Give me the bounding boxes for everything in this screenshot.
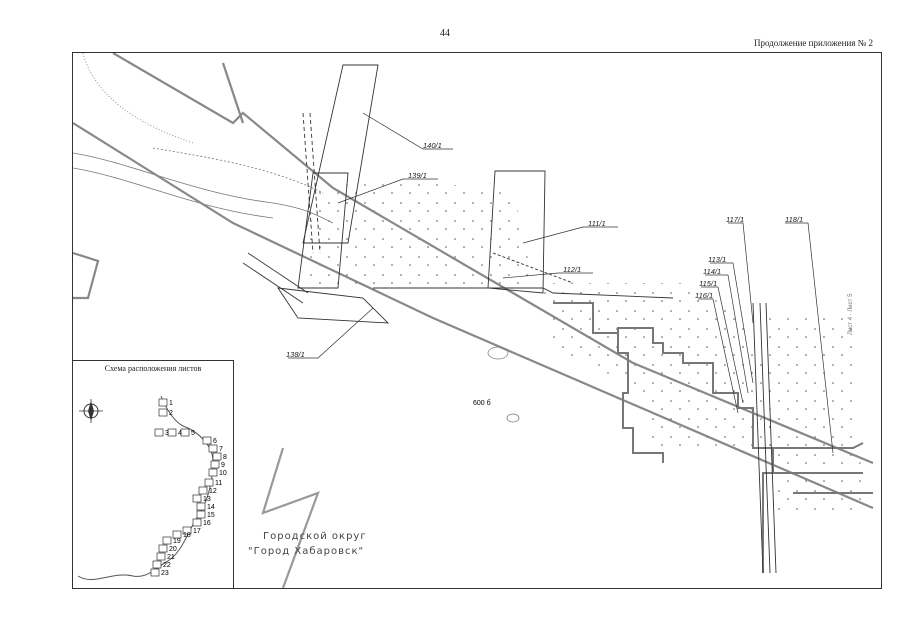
sheet-number-2: 2 — [169, 410, 173, 417]
appendix-caption: Продолжение приложения № 2 — [753, 38, 873, 48]
parcel-outlines — [242, 64, 777, 574]
sheet-number-3: 3 — [165, 430, 169, 437]
sheet-number-13: 13 — [203, 496, 211, 503]
plot-label-113[interactable]: 113/1 — [708, 255, 727, 264]
plot-label-138[interactable]: 138/1 — [286, 350, 305, 359]
sheet-box-20[interactable] — [158, 544, 168, 553]
sheet-number-9: 9 — [221, 462, 225, 469]
plot-label-114[interactable]: 114/1 — [703, 267, 722, 276]
spot-label: 600 б — [473, 399, 491, 407]
sheet-number-16: 16 — [203, 520, 211, 527]
leader-lines — [288, 112, 834, 454]
sheet-number-4: 4 — [178, 430, 182, 437]
sheet-box-22[interactable] — [152, 560, 162, 569]
sheet-number-14: 14 — [207, 504, 215, 511]
sheet-edge-note: Лист 4 · Лист 5 — [848, 293, 854, 335]
sheet-number-17: 17 — [193, 528, 201, 535]
sheet-number-8: 8 — [223, 454, 227, 461]
sheet-box-8[interactable] — [212, 452, 222, 461]
sheet-box-5[interactable] — [180, 428, 190, 437]
sheet-number-22: 22 — [163, 562, 171, 569]
sheet-box-10[interactable] — [208, 468, 218, 477]
plot-label-117[interactable]: 117/1 — [726, 215, 745, 224]
plot-label-111[interactable]: 111/1 — [588, 219, 606, 228]
sheet-box-2[interactable] — [158, 408, 168, 417]
sheet-number-12: 12 — [209, 488, 217, 495]
inset-title: Схема расположения листов — [104, 364, 202, 373]
sheet-box-7[interactable] — [208, 444, 218, 453]
river-lines — [73, 53, 334, 224]
sheet-number-5: 5 — [191, 430, 195, 437]
plot-label-140[interactable]: 140/1 — [423, 141, 442, 150]
sheet-box-9[interactable] — [210, 460, 220, 469]
dotted-zones — [308, 178, 863, 513]
sheet-box-3[interactable] — [154, 428, 164, 437]
sheet-number-6: 6 — [213, 438, 217, 445]
city-label-line2: "Город Хабаровск" — [248, 546, 365, 557]
sheet-box-19[interactable] — [162, 536, 172, 545]
plot-label-115[interactable]: 115/1 — [699, 279, 718, 288]
boundary-lines — [73, 53, 874, 588]
sheet-box-21[interactable] — [156, 552, 166, 561]
plot-138-outline — [277, 287, 390, 324]
sheet-box-17[interactable] — [182, 526, 192, 535]
sheet-box-13[interactable] — [192, 494, 202, 503]
sheet-box-11[interactable] — [204, 478, 214, 487]
plot-label-112[interactable]: 112/1 — [563, 265, 582, 274]
corridor-lines — [752, 302, 777, 574]
spot-features — [487, 346, 520, 423]
sheet-number-11: 11 — [215, 480, 222, 487]
sheet-number-19: 19 — [173, 538, 181, 545]
sheet-box-18[interactable] — [172, 530, 182, 539]
sheet-box-16[interactable] — [192, 518, 202, 527]
sheet-number-15: 15 — [207, 512, 215, 519]
sheet-number-1: 1 — [169, 400, 173, 407]
map-canvas[interactable]: 600 б — [73, 53, 881, 588]
sheet-box-1[interactable] — [158, 398, 168, 407]
sheet-box-12[interactable] — [198, 486, 208, 495]
sheet-box-14[interactable] — [196, 502, 206, 511]
north-arrow-icon — [79, 399, 103, 423]
plot-139-outline — [297, 172, 349, 289]
sheet-boxes — [150, 398, 222, 577]
sheet-box-15[interactable] — [196, 510, 206, 519]
plot-140-outline — [302, 64, 379, 244]
sheet-number-23: 23 — [161, 570, 169, 577]
city-label-line1: Городской округ — [263, 531, 367, 542]
sheet-number-18: 18 — [183, 532, 191, 539]
page-number: 44 — [440, 28, 450, 39]
sheet-number-10: 10 — [219, 470, 227, 477]
sheet-box-23[interactable] — [150, 568, 160, 577]
sheet-box-6[interactable] — [202, 436, 212, 445]
sheet-number-21: 21 — [167, 554, 175, 561]
plot-label-139[interactable]: 139/1 — [408, 171, 427, 180]
plot-label-118[interactable]: 118/1 — [785, 215, 804, 224]
plot-111-outline — [487, 170, 546, 294]
sheet-number-7: 7 — [219, 446, 223, 453]
sheet-box-4[interactable] — [167, 428, 177, 437]
stepped-boundary — [553, 302, 873, 573]
plot-label-116[interactable]: 116/1 — [695, 291, 714, 300]
sheet-number-20: 20 — [169, 546, 177, 553]
